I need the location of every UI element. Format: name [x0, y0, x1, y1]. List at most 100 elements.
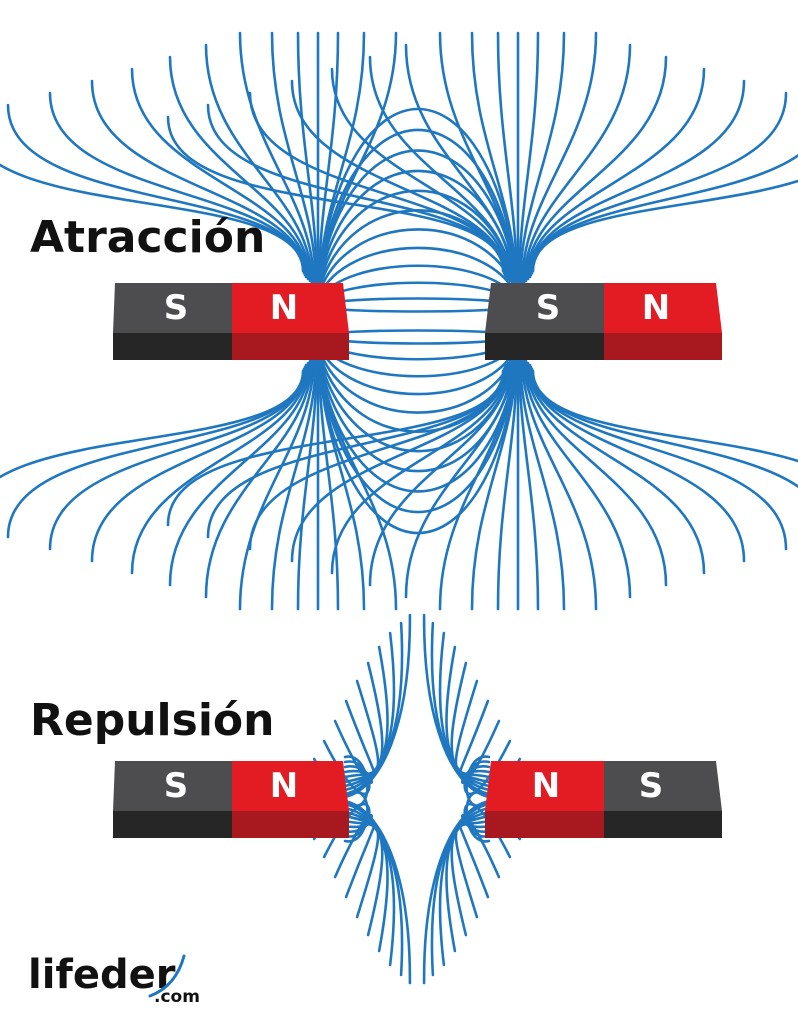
- field-line: [458, 821, 491, 899]
- attraction-title: Atracción: [30, 212, 265, 263]
- pole-label-n: N: [270, 766, 298, 806]
- field-line: [496, 31, 519, 291]
- field-line: [48, 91, 307, 277]
- field-line: [290, 79, 508, 279]
- field-line: [90, 363, 308, 563]
- field-line: [270, 31, 318, 289]
- field-line: [518, 31, 566, 289]
- logo-swoosh: [148, 954, 186, 998]
- field-line: [517, 351, 540, 611]
- north-pole-base: [232, 811, 349, 838]
- field-line: [204, 43, 314, 285]
- field-line: [343, 699, 376, 777]
- field-line: [343, 621, 404, 796]
- field-line: [168, 55, 312, 283]
- field-line: [343, 821, 376, 899]
- north-pole-base: [232, 333, 349, 360]
- south-pole-base: [113, 811, 232, 838]
- field-line: [333, 719, 373, 785]
- field-line: [430, 802, 491, 977]
- field-line: [316, 149, 520, 289]
- attraction-left-magnet: S N: [113, 283, 349, 360]
- field-line: [316, 355, 520, 514]
- field-line: [316, 342, 520, 396]
- field-line: [520, 31, 598, 287]
- field-line: [204, 357, 314, 599]
- pole-label-s: S: [536, 288, 561, 328]
- field-line: [524, 55, 668, 283]
- field-line: [526, 67, 706, 281]
- field-line: [130, 361, 310, 575]
- field-line: [528, 79, 746, 279]
- field-line: [296, 31, 319, 291]
- field-line: [330, 361, 510, 575]
- field-line: [166, 369, 505, 527]
- repulsion-left-magnet: S N: [113, 761, 349, 838]
- field-line: [0, 163, 305, 273]
- field-line: [343, 810, 389, 953]
- north-pole-top: [232, 283, 349, 333]
- field-line: [520, 355, 598, 611]
- field-line: [531, 369, 798, 463]
- field-line: [343, 802, 404, 977]
- field-line: [48, 365, 307, 551]
- field-line: [368, 359, 512, 587]
- pole-label-n: N: [642, 288, 670, 328]
- field-line: [522, 357, 632, 599]
- field-line: [130, 67, 310, 281]
- attraction-right-magnet: S N: [485, 283, 722, 360]
- repulsion-right-magnet: N S: [485, 761, 722, 838]
- field-line: [343, 814, 384, 937]
- field-line: [318, 31, 366, 289]
- field-line: [343, 819, 380, 919]
- field-line: [343, 661, 384, 784]
- field-line: [333, 813, 373, 879]
- field-line: [343, 631, 396, 792]
- field-line: [450, 814, 491, 937]
- south-pole-base: [604, 811, 722, 838]
- field-line: [445, 810, 491, 953]
- field-line: [368, 55, 512, 283]
- field-line: [529, 365, 788, 551]
- north-pole-base: [485, 811, 604, 838]
- field-line: [528, 363, 746, 563]
- south-pole-top: [604, 761, 722, 811]
- field-line: [0, 369, 305, 479]
- field-line: [461, 813, 501, 879]
- field-line: [522, 43, 632, 285]
- field-line: [470, 31, 518, 289]
- north-pole-top: [232, 761, 349, 811]
- field-line: [450, 661, 491, 784]
- field-line: [248, 91, 507, 277]
- field-line: [290, 363, 508, 563]
- field-line: [316, 246, 520, 300]
- pole-label-n: N: [270, 288, 298, 328]
- repulsion-field-lines: [312, 613, 522, 985]
- field-line: [330, 67, 510, 281]
- field-line: [316, 107, 520, 285]
- field-line: [404, 43, 514, 285]
- field-line: [90, 79, 308, 279]
- field-line: [343, 806, 396, 967]
- field-line: [470, 353, 518, 611]
- south-pole-base: [113, 333, 232, 360]
- field-line: [316, 353, 520, 493]
- south-pole-top: [113, 761, 232, 811]
- north-pole-top: [604, 283, 722, 333]
- field-line: [518, 353, 566, 611]
- field-line: [438, 31, 516, 287]
- pole-label-s: S: [164, 288, 189, 328]
- field-line: [531, 179, 798, 273]
- logo-wordmark: lifeder: [28, 952, 176, 998]
- field-line: [454, 679, 491, 779]
- field-line: [404, 357, 514, 599]
- repulsion-title: Repulsión: [30, 695, 274, 746]
- north-pole-base: [604, 333, 722, 360]
- lifeder-logo: lifeder .com: [28, 952, 200, 1007]
- field-line: [438, 631, 491, 792]
- north-pole-top: [485, 761, 604, 811]
- field-line: [526, 361, 706, 575]
- field-line: [524, 359, 668, 587]
- field-line: [316, 357, 520, 535]
